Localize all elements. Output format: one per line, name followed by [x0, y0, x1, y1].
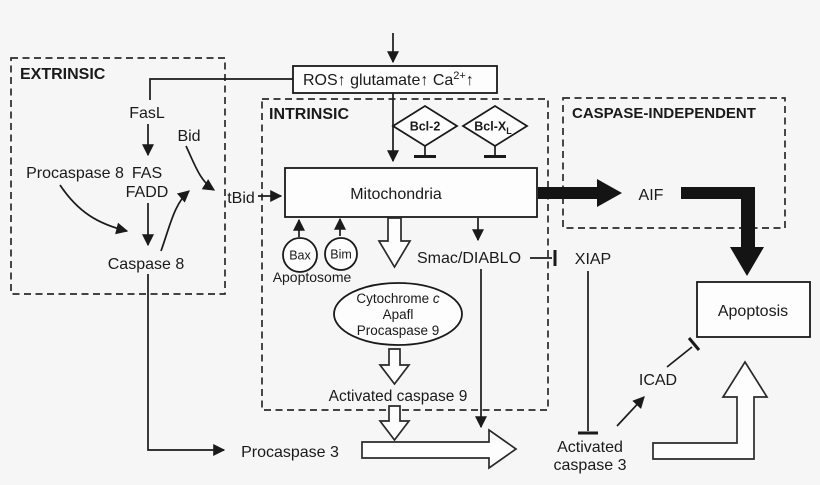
cytochrome-label-main: Cytochrome: [356, 291, 433, 306]
xiap-label: XIAP: [575, 251, 611, 268]
procaspase9-label: Procaspase 9: [357, 323, 440, 338]
ros-label-main: ROS↑ glutamate↑ Ca: [303, 72, 453, 89]
bcl2-diamond: [391, 104, 459, 148]
extrinsic-section-label: EXTRINSIC: [20, 66, 106, 83]
extrinsic-section-box: [10, 57, 226, 295]
caspase-independent-section-box: [562, 97, 786, 229]
caspase3-to-icad-arrow: [616, 396, 645, 427]
mitochondria-to-aif-thick-arrow: [538, 179, 622, 207]
bclxl-diamond: [461, 104, 529, 148]
activated-caspase3-label-line2: caspase 3: [554, 457, 627, 474]
tbid-label: tBid: [227, 190, 255, 207]
bid-label: Bid: [177, 128, 200, 145]
ros-label-superscript: 2+: [453, 70, 466, 82]
cytochrome-c-label: Cytochrome c: [356, 291, 440, 306]
bim-label: Bim: [330, 248, 352, 262]
icad-label: ICAD: [639, 372, 677, 389]
fadd-label: FADD: [126, 184, 169, 201]
bim-circle: [324, 237, 358, 271]
icad-inhibit-apoptosis-line: [666, 346, 693, 368]
ros-label: ROS↑ glutamate↑ Ca2+↑: [303, 70, 474, 89]
ros-to-fasl-line: [149, 78, 293, 100]
mitochondria-label: Mitochondria: [350, 186, 442, 203]
cytochrome-label-c: c: [433, 291, 440, 306]
bid-to-tbid-arrow: [185, 145, 216, 191]
bclxl-label-subscript: L: [506, 126, 512, 136]
smac-diablo-label: Smac/DIABLO: [417, 250, 521, 267]
caspase8-bid-cleavage-arrow: [160, 190, 190, 252]
caspase9-to-caspase3-hollow-arrow: [378, 405, 411, 442]
mitochondria-to-apoptosome-hollow-arrow: [377, 217, 412, 269]
bclxl-label: Bcl-XL: [474, 120, 512, 137]
bax-circle: [282, 237, 318, 273]
apoptosome-to-caspase9-hollow-arrow: [378, 348, 411, 386]
intrinsic-section-label: INTRINSIC: [269, 106, 349, 123]
bax-label: Bax: [289, 249, 311, 263]
caspase-independent-section-label: CASPASE-INDEPENDENT: [572, 105, 756, 122]
ros-box: [292, 65, 498, 94]
fasl-label: FasL: [129, 105, 165, 122]
aif-to-apoptosis-thick-arrow: [681, 187, 764, 276]
caspase8-to-procaspase3-arrow: [147, 274, 226, 456]
caspase3-to-apoptosis-hollow-arrow: [652, 360, 769, 460]
ros-label-arrow: ↑: [466, 72, 474, 89]
intrinsic-section-box: [261, 98, 549, 411]
apoptosis-label: Apoptosis: [718, 303, 788, 320]
icad-inhibit-apoptosis-bar: [687, 337, 701, 351]
apoptosis-box: [696, 281, 811, 338]
caspase8-label: Caspase 8: [108, 256, 185, 273]
apaf-label: Apafl: [383, 307, 414, 322]
apoptosome-label: Apoptosome: [273, 269, 352, 285]
aif-label: AIF: [639, 187, 664, 204]
procaspase3-label: Procaspase 3: [241, 444, 339, 461]
bcl2-label: Bcl-2: [410, 120, 441, 134]
apoptosome-ellipse: [333, 282, 463, 346]
fas-label: FAS: [132, 165, 162, 182]
procaspase8-to-caspase8-arrow: [59, 184, 129, 235]
procaspase3-activation-hollow-arrow: [361, 428, 518, 470]
activated-caspase3-label-line1: Activated: [557, 439, 623, 456]
mitochondria-box: [284, 167, 538, 218]
bclxl-label-main: Bcl-X: [474, 120, 507, 134]
procaspase8-label: Procaspase 8: [26, 165, 124, 182]
activated-caspase9-label: Activated caspase 9: [329, 388, 468, 405]
